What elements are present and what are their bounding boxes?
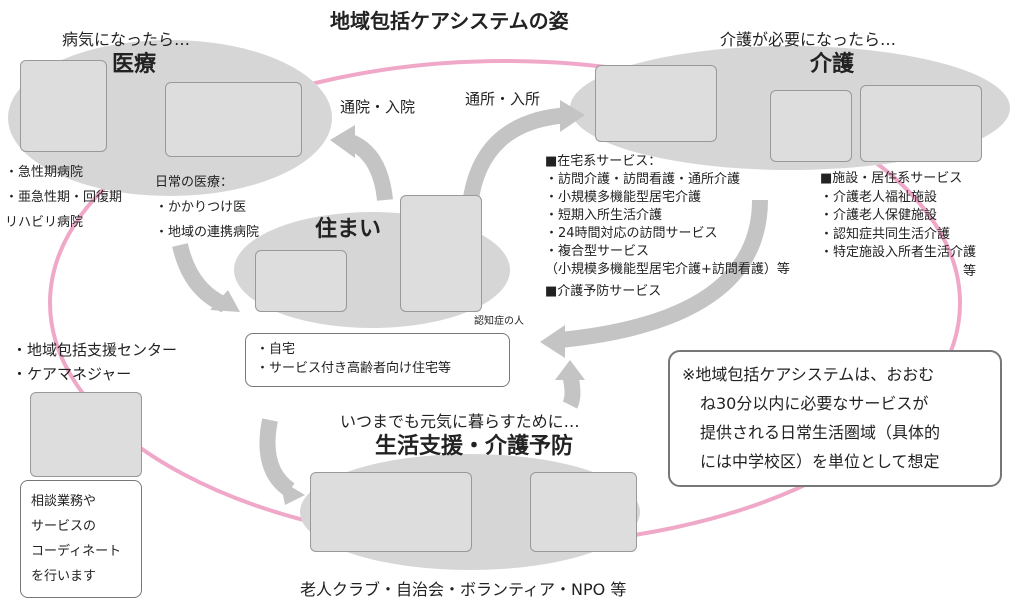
note-line: を行います — [31, 569, 97, 584]
list-item: （小規模多機能型居宅介護+訪問看護）等 — [545, 262, 790, 277]
doctors-illustration — [165, 82, 302, 157]
care-heading: 介護 — [810, 52, 855, 77]
list-item: ・小規模多機能型居宅介護 — [545, 190, 702, 205]
list-item: ・24時間対応の訪問サービス — [545, 226, 718, 241]
list-heading: ■在宅系サービス： — [545, 154, 662, 169]
list-heading: 日常の医療： — [155, 175, 234, 190]
list-item: ・訪問介護・訪問看護・通所介護 — [545, 172, 741, 187]
arrow-label-facility: 通所・入所 — [465, 90, 541, 108]
list-heading: ■施設・居住系サービス — [820, 171, 963, 186]
family-illustration — [400, 195, 482, 312]
dementia-label: 認知症の人 — [474, 316, 524, 327]
bath-care-illustration — [770, 90, 852, 162]
life-heading: 生活支援・介護予防 — [375, 434, 574, 459]
list-item: ・短期入所生活介護 — [545, 208, 663, 223]
life-footer: 老人クラブ・自治会・ボランティア・NPO 等 — [300, 580, 627, 599]
arrow-label-hospital: 通院・入院 — [340, 98, 416, 116]
page-title: 地域包括ケアシステムの姿 — [330, 9, 569, 33]
list-item: ・介護老人保健施設 — [820, 208, 938, 223]
home-services-list: ■在宅系サービス： ・訪問介護・訪問看護・通所介護 ・小規模多機能型居宅介護 ・… — [545, 153, 790, 301]
arrow-head-icon — [560, 100, 585, 132]
life-lead: いつまでも元気に暮らすために… — [340, 412, 580, 431]
list-item: ・複合型サービス — [545, 244, 650, 259]
list-item: ・地域の連携病院 — [155, 225, 260, 240]
list-heading: ■介護予防サービス — [545, 284, 662, 299]
list-item: リハビリ病院 — [5, 215, 84, 230]
care-lead: 介護が必要になったら… — [720, 30, 897, 49]
list-item: ・自宅 — [256, 342, 296, 357]
medical-heading: 医療 — [112, 52, 157, 77]
note-line: ね30分以内に必要なサービスが — [700, 394, 929, 413]
housing-box: ・自宅 ・サービス付き高齢者向け住宅等 — [245, 333, 510, 387]
list-item: ・亜急性期・回復期 — [5, 190, 123, 205]
arrow-head-icon — [330, 125, 355, 158]
note-line: には中学校区）を単位として想定 — [700, 452, 940, 471]
consultation-note-box: 相談業務や サービスの コーディネート を行います — [20, 480, 142, 598]
list-item: ・特定施設入所者生活介護 — [820, 245, 977, 260]
seniors-illustration — [310, 472, 472, 552]
list-item: ・ケアマネジャー — [12, 365, 132, 383]
list-item: ・サービス付き高齢者向け住宅等 — [256, 361, 452, 376]
note-line: ※地域包括ケアシステムは、おおむ — [682, 365, 935, 384]
arrow-head-icon — [555, 360, 585, 380]
care-facility-illustration — [860, 85, 982, 162]
list-item: ・介護老人福祉施設 — [820, 189, 938, 205]
list-item: ・認知症共同生活介護 — [820, 226, 951, 242]
daily-medical-list: 日常の医療： ・かかりつけ医 ・地域の連携病院 — [155, 170, 259, 245]
note-line: サービスの — [31, 519, 97, 534]
note-line: コーディネート — [31, 544, 122, 559]
arrow-head-icon — [280, 480, 305, 505]
list-item: 等 — [963, 263, 977, 279]
hospital-illustration — [20, 60, 107, 152]
arrow-head-icon — [540, 325, 565, 358]
list-item: ・急性期病院 — [5, 165, 84, 180]
medical-lead: 病気になったら… — [62, 30, 191, 49]
list-item: ・かかりつけ医 — [155, 200, 247, 215]
arrow-head-icon — [210, 290, 240, 312]
list-item: ・地域包括支援センター — [12, 341, 178, 359]
care-van-illustration — [595, 65, 717, 142]
house-illustration — [255, 250, 347, 312]
note-line: 相談業務や — [31, 494, 97, 509]
area-note-box: ※地域包括ケアシステムは、おおむ ね30分以内に必要なサービスが 提供される日常… — [668, 350, 1002, 487]
home-heading: 住まい — [315, 217, 382, 242]
support-list: ・地域包括支援センター ・ケアマネジャー — [12, 338, 177, 386]
facility-services-list: ■施設・居住系サービス ・介護老人福祉施設 ・介護老人保健施設 ・認知症共同生活… — [820, 170, 976, 281]
note-line: 提供される日常生活圏域（具体的 — [700, 423, 941, 442]
hospital-list: ・急性期病院 ・亜急性期・回復期 リハビリ病院 — [5, 160, 122, 235]
volunteers-illustration — [530, 472, 637, 552]
care-manager-illustration — [30, 392, 142, 477]
